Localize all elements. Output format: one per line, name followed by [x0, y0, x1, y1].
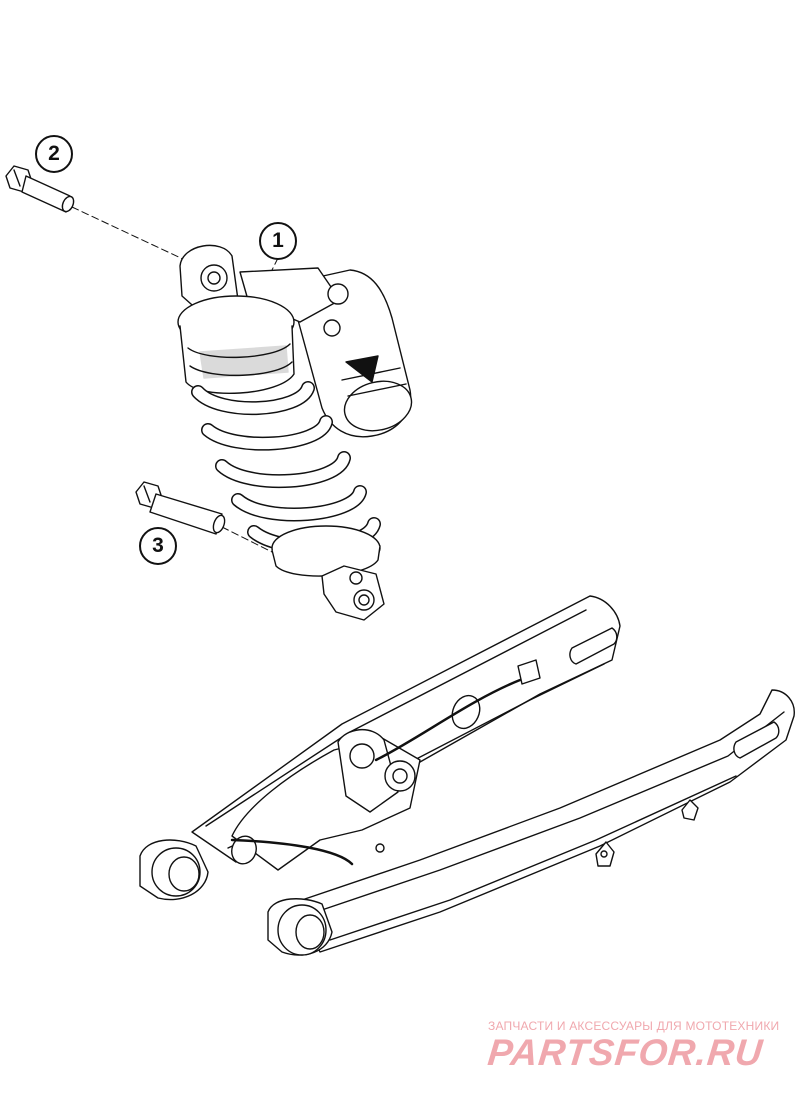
- watermark-tagline: ЗАПЧАСТИ И АКСЕССУАРЫ ДЛЯ МОТОТЕХНИКИ: [488, 1019, 780, 1033]
- callout-1[interactable]: 1: [259, 222, 297, 260]
- callout-3[interactable]: 3: [139, 527, 177, 565]
- callout-2[interactable]: 2: [35, 135, 73, 173]
- swingarm[interactable]: [139, 595, 795, 956]
- watermark-logo-text: PARTSFOR.RU: [485, 1032, 766, 1073]
- bolt-2[interactable]: [5, 165, 76, 213]
- shock-absorber[interactable]: [177, 244, 417, 621]
- leader-lines: [71, 206, 279, 553]
- bolt-3[interactable]: [135, 481, 227, 535]
